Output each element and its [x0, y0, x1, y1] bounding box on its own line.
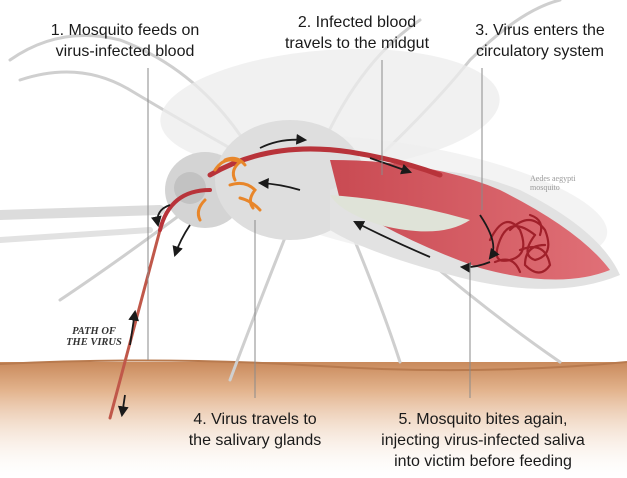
step-4-line-2: the salivary glands: [160, 430, 350, 451]
step-1-line-2: virus-infected blood: [20, 41, 230, 62]
path-of-virus-label: PATH OF THE VIRUS: [60, 326, 128, 348]
path-label-line-1: PATH OF: [60, 326, 128, 337]
step-2-line-2: travels to the midgut: [262, 33, 452, 54]
species-label-line-2: mosquito: [530, 183, 576, 192]
species-label: Aedes aegypti mosquito: [530, 174, 576, 192]
step-5-line-1: 5. Mosquito bites again,: [342, 409, 624, 430]
step-4-line-1: 4. Virus travels to: [160, 409, 350, 430]
step-2-label: 2. Infected blood travels to the midgut: [262, 12, 452, 54]
step-3-line-1: 3. Virus enters the: [455, 20, 625, 41]
step-4-label: 4. Virus travels to the salivary glands: [160, 409, 350, 451]
step-3-line-2: circulatory system: [455, 41, 625, 62]
step-5-line-3: into victim before feeding: [342, 451, 624, 472]
step-5-label: 5. Mosquito bites again, injecting virus…: [342, 409, 624, 472]
path-label-line-2: THE VIRUS: [60, 337, 128, 348]
step-1-line-1: 1. Mosquito feeds on: [20, 20, 230, 41]
species-label-line-1: Aedes aegypti: [530, 174, 576, 183]
step-2-line-1: 2. Infected blood: [262, 12, 452, 33]
step-3-label: 3. Virus enters the circulatory system: [455, 20, 625, 62]
flow-arrow: [175, 225, 190, 255]
step-1-label: 1. Mosquito feeds on virus-infected bloo…: [20, 20, 230, 62]
step-5-line-2: injecting virus-infected saliva: [342, 430, 624, 451]
